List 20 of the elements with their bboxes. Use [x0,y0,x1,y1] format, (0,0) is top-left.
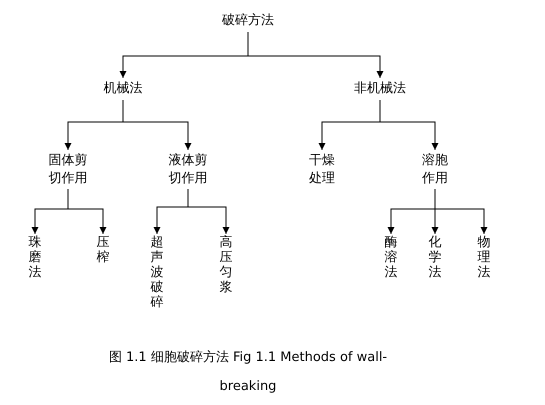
arrow [248,32,384,78]
arrow [434,188,488,234]
node-text: 液体剪切作用 [167,152,209,188]
node-text: 溶胞作用 [421,152,449,188]
node-text: 高压匀浆 [220,236,232,296]
arrow [68,188,106,234]
node-text: 化学法 [428,236,442,281]
node-text: 非机械法 [354,80,406,98]
node-text: 破碎方法 [222,12,274,30]
node-text: 酶溶法 [384,236,398,281]
arrow [380,100,438,150]
arrow [188,188,230,234]
node-text: 物理法 [478,236,490,281]
node-text: 压榨 [96,236,110,266]
node-text: 珠磨法 [28,236,42,281]
node-text: 超声波破碎 [150,236,164,311]
node-text: 机械法 [104,80,142,98]
node-text: 干燥处理 [308,152,336,188]
figure-caption: 图 1.1 细胞破碎方法 Fig 1.1 Methods of wall-breaking [108,349,388,396]
node-text: 固体剪切作用 [47,152,89,188]
